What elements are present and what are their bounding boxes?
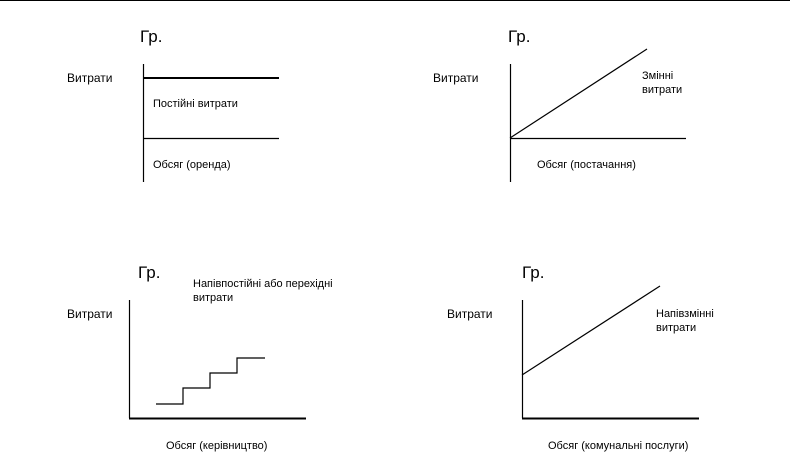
step-cost-line [156,358,265,404]
semi-variable-cost-line [522,286,660,375]
variable-cost-line [510,49,647,138]
